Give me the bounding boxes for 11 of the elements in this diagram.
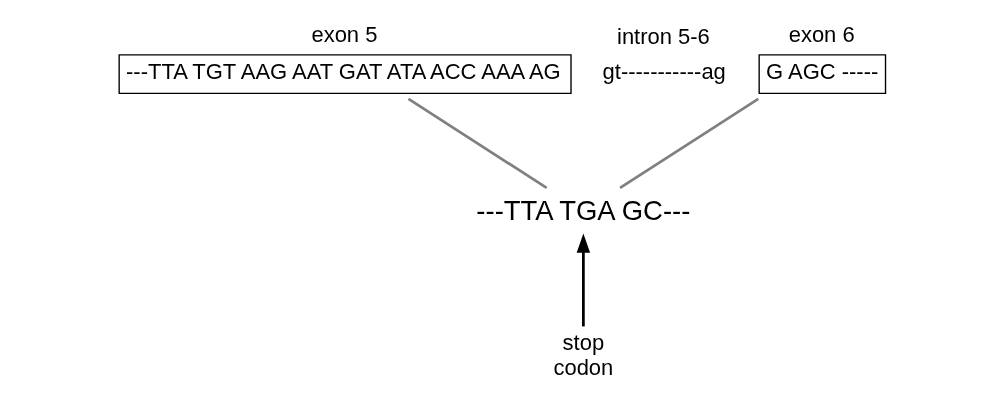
- label: intron 5-6: [617, 23, 710, 49]
- label: gt-----------ag: [602, 59, 726, 85]
- node-box: ---TTA TGT AAG AAT GAT ATA ACC AAA AG: [118, 54, 572, 95]
- node-box: G AGC -----: [758, 54, 887, 95]
- arrow: [576, 233, 591, 327]
- node-text: ---TTA TGA GC---: [476, 194, 691, 226]
- node-label: exon 6: [788, 22, 855, 48]
- connector: [407, 97, 548, 190]
- connector: [619, 97, 760, 190]
- node-text: stop codon: [553, 329, 614, 380]
- node-label: exon 5: [311, 22, 378, 48]
